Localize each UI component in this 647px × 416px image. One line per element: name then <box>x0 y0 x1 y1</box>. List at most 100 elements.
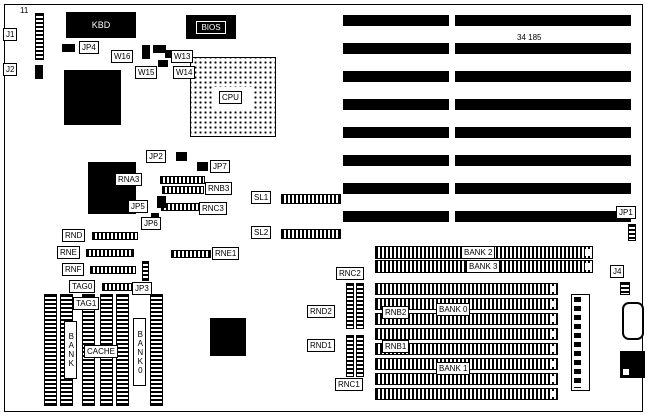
j2-connector <box>35 65 43 79</box>
rna3-resistor-network <box>160 176 205 184</box>
sl1-label: SL1 <box>251 191 272 204</box>
j1-connector <box>35 13 44 60</box>
part-number: 34 185 <box>517 33 542 42</box>
cache-bank-right-label: BANK0 <box>133 318 146 386</box>
chipset-chip <box>64 70 121 125</box>
rnb2-label: RNB2 <box>382 306 410 319</box>
j1-label: J1 <box>3 28 18 41</box>
rnc2-resistor-network <box>356 283 364 329</box>
w13-label: W13 <box>171 50 194 63</box>
rne-label: RNE <box>57 246 80 259</box>
sl2-slot <box>281 229 341 239</box>
simm-socket <box>375 388 558 400</box>
rne1-resistor-network <box>171 250 211 258</box>
isa-slot <box>343 155 449 166</box>
rnc2-resistor-network <box>346 283 354 329</box>
battery <box>622 302 644 340</box>
rnf-resistor-network <box>90 266 136 274</box>
simm-socket <box>375 328 558 340</box>
bank2-label: BANK 2 <box>461 246 496 259</box>
isa-slot <box>343 15 449 26</box>
simm-socket <box>375 343 558 355</box>
isa-slot <box>343 99 449 110</box>
jp3-label: JP3 <box>132 282 152 295</box>
cache-controller-chip <box>210 318 246 356</box>
rnc3-label: RNC3 <box>199 202 227 215</box>
w15-jumper <box>158 60 168 67</box>
jp6-label: JP6 <box>141 217 161 230</box>
kbd-chip-label: KBD <box>91 20 111 30</box>
rnc1-resistor-network <box>356 335 364 377</box>
rnd2-label: RND2 <box>307 305 335 318</box>
rnc3-resistor-network <box>161 203 199 211</box>
w15-label: W15 <box>135 66 158 79</box>
rne1-label: RNE1 <box>212 247 240 260</box>
jp2-jumper <box>176 152 187 161</box>
j4-label: J4 <box>610 265 625 278</box>
j4-connector <box>620 282 630 295</box>
rnd-label: RND <box>62 229 86 242</box>
rne-resistor-network <box>86 249 134 257</box>
isa-slot <box>455 155 631 166</box>
jp5-jumper <box>157 196 166 208</box>
sl2-label: SL2 <box>251 226 272 239</box>
jp7-label: JP7 <box>210 160 230 173</box>
rnb3-label: RNB3 <box>205 182 233 195</box>
jp1-jumper <box>628 224 636 241</box>
rna3-label: RNA3 <box>115 173 143 186</box>
jp7-jumper <box>197 162 208 171</box>
isa-slot <box>455 127 631 138</box>
w14-label: W14 <box>173 66 196 79</box>
tag0-label: TAG0 <box>69 280 96 293</box>
w16-label: W16 <box>111 50 134 63</box>
board-outline <box>4 4 643 412</box>
rnb3-resistor-network <box>162 186 204 194</box>
rnc1-resistor-network <box>346 335 354 377</box>
tag1-label: TAG1 <box>73 297 100 310</box>
isa-slot <box>343 211 449 222</box>
cache-label: CACHE <box>84 345 119 358</box>
bank3-label: BANK 3 <box>466 260 501 273</box>
bios-chip: BIOS <box>186 15 236 39</box>
isa-slot <box>455 183 631 194</box>
j2-label: J2 <box>3 63 18 76</box>
isa-slot <box>455 43 631 54</box>
isa-slot <box>343 183 449 194</box>
cache-sram-column <box>44 294 57 406</box>
cache-sram-column <box>150 294 163 406</box>
simm-socket <box>375 283 558 295</box>
bios-chip-label: BIOS <box>196 20 226 34</box>
power-connector <box>620 351 645 378</box>
jp3-jumper <box>142 261 149 281</box>
jp6-jumper <box>151 213 159 220</box>
sl1-slot <box>281 194 341 204</box>
isa-slot <box>455 99 631 110</box>
cpu-label: CPU <box>219 91 242 104</box>
rnb1-label: RNB1 <box>382 340 410 353</box>
jp4-label: JP4 <box>79 41 99 54</box>
w14-jumper <box>165 50 173 58</box>
rnc2-label: RNC2 <box>336 267 364 280</box>
jp1-label: JP1 <box>616 206 636 219</box>
kbd-chip: KBD <box>66 12 136 38</box>
isa-slot <box>343 127 449 138</box>
rnd1-label: RND1 <box>307 339 335 352</box>
rnd-resistor-network <box>92 232 138 240</box>
bank0-label: BANK 0 <box>436 303 471 316</box>
isa-slot <box>455 211 631 222</box>
pin-header <box>571 294 590 391</box>
bank1-label: BANK 1 <box>436 362 471 375</box>
isa-slot <box>455 15 631 26</box>
jp2-label: JP2 <box>146 150 166 163</box>
w16-jumper <box>142 45 150 59</box>
isa-slot <box>343 43 449 54</box>
isa-slot <box>455 71 631 82</box>
jp5-label: JP5 <box>128 200 148 213</box>
isa-slot <box>343 71 449 82</box>
rnf-label: RNF <box>62 263 85 276</box>
jp4-jumper <box>62 44 75 52</box>
cache-bank-left-label: BANK <box>64 321 77 379</box>
w13-jumper <box>153 45 166 53</box>
note-11: 11 <box>20 6 29 15</box>
